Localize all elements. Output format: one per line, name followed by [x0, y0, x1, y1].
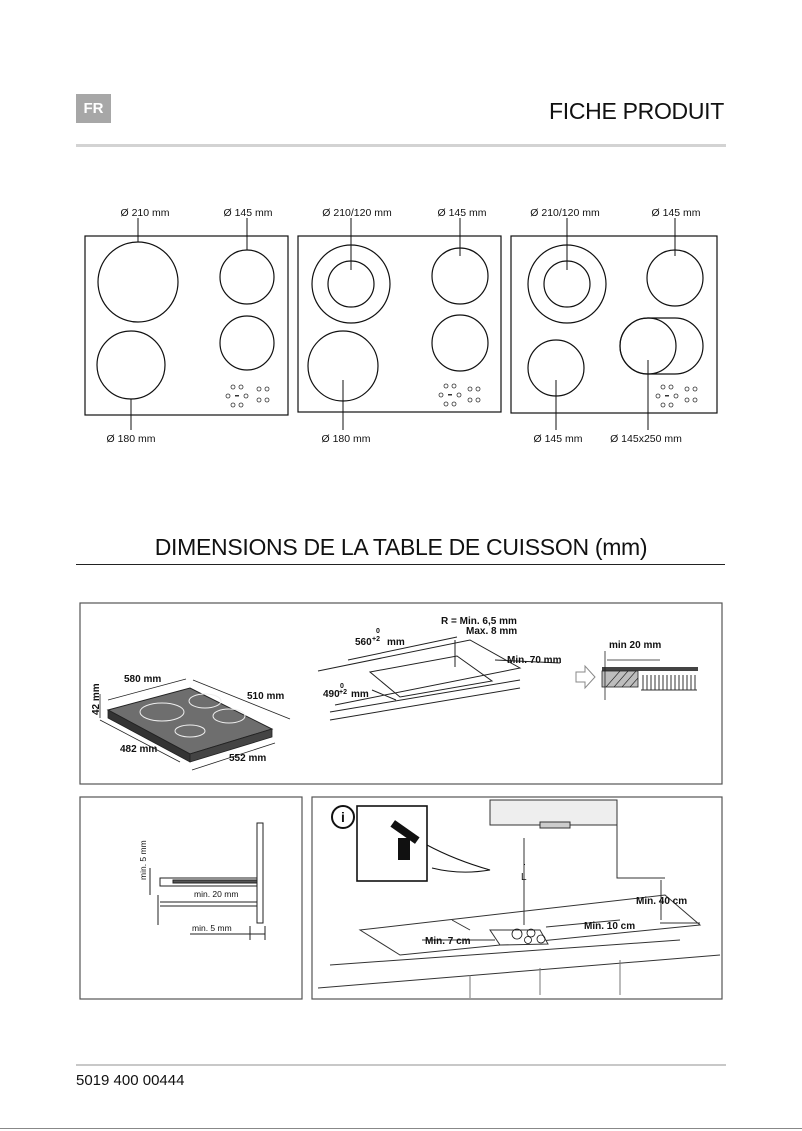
hob-1-zone-145-bottom	[219, 315, 275, 371]
page-title: FICHE PRODUIT	[549, 98, 724, 124]
min-10-label: Min. 10 cm	[584, 921, 635, 932]
hob-1-zone-180	[96, 330, 166, 400]
dimension-drawings: 580 mm 510 mm 42 mm 482 mm 552 mm 0 560 …	[79, 602, 723, 1000]
cutout-width-unit: mm	[387, 637, 405, 648]
min-20-label: min 20 mm	[609, 640, 661, 651]
hob-2-zone-145-bottom	[431, 314, 489, 372]
product-code: 5019 400 00444	[76, 1072, 185, 1089]
section-title: DIMENSIONS DE LA TABLE DE CUISSON (mm)	[154, 534, 648, 560]
side-detail	[149, 822, 266, 940]
dim-height-label: 42 mm	[91, 683, 102, 715]
hob-2-label-210-120: Ø 210/120 mm	[322, 207, 392, 219]
hob-2-label-180: Ø 180 mm	[321, 433, 370, 445]
hob-1-label-145: Ø 145 mm	[223, 207, 272, 219]
dim-inner-width-label: 552 mm	[229, 753, 266, 764]
hob-3-zone-oval	[619, 317, 704, 375]
l-distance-label: L	[521, 872, 527, 883]
dim-depth-label: 510 mm	[247, 691, 284, 702]
hob-1-outline	[84, 235, 289, 416]
hob-2-zone-145-top	[431, 247, 489, 305]
hob-1-zone-145-top	[219, 249, 275, 305]
hob-3-label-210-120: Ø 210/120 mm	[530, 207, 600, 219]
hob-1-label-180: Ø 180 mm	[106, 433, 155, 445]
side-detail-panel	[79, 796, 303, 1000]
installation-panel	[311, 796, 723, 1000]
info-icon: i	[341, 809, 345, 825]
min-40-label: Min. 40 cm	[636, 896, 687, 907]
cutout-drawing	[317, 636, 561, 721]
min-7-label: Min. 7 cm	[425, 936, 471, 947]
hob-3-outline	[510, 235, 718, 414]
cutout-width-tol-bottom: +2	[372, 636, 380, 643]
kitchen-installation	[317, 799, 721, 998]
hob-2-label-145: Ø 145 mm	[437, 207, 486, 219]
hob-3-label-145-bottom: Ø 145 mm	[533, 433, 582, 445]
cutout-depth-value: 490	[323, 689, 340, 700]
cutout-depth-unit: mm	[351, 689, 369, 700]
hob-2-outline	[297, 235, 502, 413]
language-badge: FR	[76, 94, 111, 123]
min-70-label: Min. 70 mm	[507, 655, 562, 666]
hob-3-zone-145-top	[646, 249, 704, 307]
hob-3-label-145x250: Ø 145x250 mm	[610, 433, 682, 445]
hob-isometric	[106, 687, 274, 763]
clearance-detail	[575, 651, 698, 700]
dim-inner-depth-label: 482 mm	[120, 744, 157, 755]
min-5-vertical-label: min. 5 mm	[138, 840, 148, 880]
hob-3-label-145: Ø 145 mm	[651, 207, 700, 219]
side-min-5-label: min. 5 mm	[192, 923, 232, 933]
dim-width-label: 580 mm	[124, 674, 161, 685]
hob-1-label-210: Ø 210 mm	[120, 207, 169, 219]
radius-label: R = Min. 6,5 mm	[441, 616, 517, 627]
cutout-depth-tol-top: 0	[340, 683, 344, 690]
side-min-20-label: min. 20 mm	[194, 889, 238, 899]
max-label: Max. 8 mm	[466, 626, 517, 637]
footer-divider	[76, 1064, 726, 1066]
cutout-width-tol-top: 0	[376, 628, 380, 635]
cutout-depth-tol-bottom: +2	[339, 689, 347, 696]
hob-1-zone-210	[97, 241, 179, 323]
page-edge	[0, 1128, 802, 1129]
hob-layouts-figure: Ø 210 mm Ø 145 mm Ø 180 mm Ø 210/120 mm …	[84, 207, 718, 445]
header-divider	[76, 144, 726, 147]
section-divider	[76, 564, 725, 565]
dimensions-panel	[79, 602, 723, 785]
cutout-width-value: 560	[355, 637, 372, 648]
